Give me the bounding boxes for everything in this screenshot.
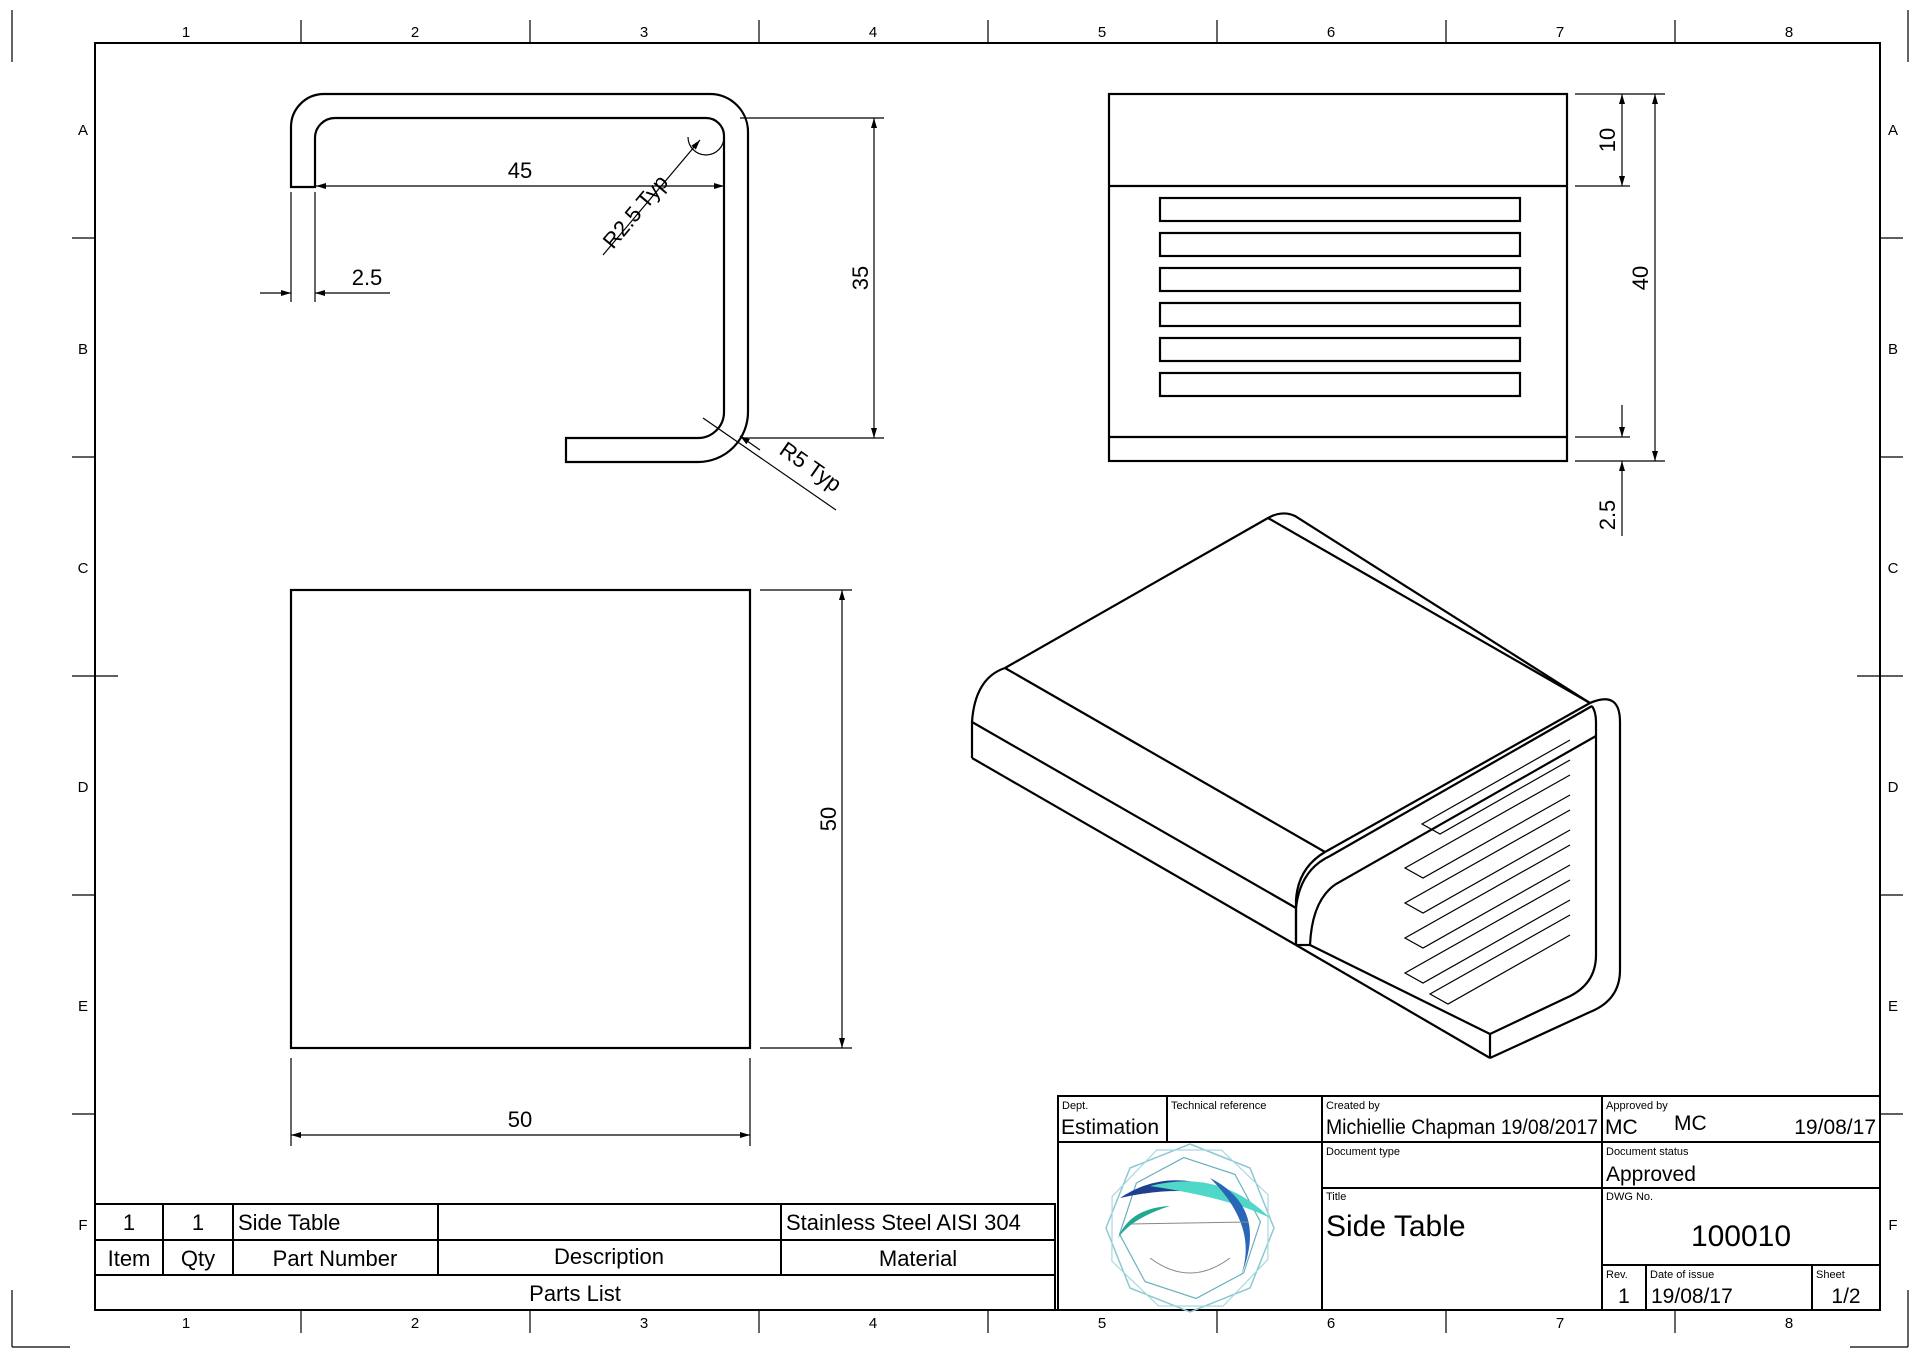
zone-col-label: 4 [869, 24, 877, 41]
zone-col-label: 5 [1098, 24, 1106, 41]
tb-approved-by-1: MC [1605, 1116, 1638, 1139]
dim-front-bottom: 2.5 [1595, 500, 1620, 531]
slat [1158, 336, 1522, 363]
tb-dept-label: Dept. [1062, 1100, 1088, 1112]
zone-labels: 1 2 3 4 5 6 7 8 1 2 3 4 5 6 7 8 A B C D … [78, 24, 1899, 1332]
zone-row-label: A [78, 122, 88, 139]
zone-col-label: 5 [1098, 1315, 1106, 1332]
zone-row-label: C [1888, 560, 1899, 577]
slat [1158, 371, 1522, 398]
parts-material-cell: Stainless Steel AISI 304 [786, 1210, 1021, 1235]
zone-col-label: 4 [869, 1315, 877, 1332]
top-outline [289, 588, 752, 1050]
tb-sheet-value: 1/2 [1831, 1285, 1860, 1308]
zone-row-label: E [78, 998, 88, 1015]
tb-doc-status-label: Document status [1606, 1146, 1689, 1158]
zone-col-label: 1 [182, 24, 190, 41]
zone-ticks [72, 20, 1903, 1333]
tb-approved-date: 19/08/17 [1794, 1116, 1876, 1139]
tb-tech-ref-label: Technical reference [1171, 1100, 1266, 1112]
tb-issue-value: 19/08/17 [1651, 1285, 1733, 1308]
dim-top-depth: 50 [816, 807, 841, 831]
chapman-creations-logo [1105, 1143, 1275, 1313]
dim-side-height: 35 [848, 266, 873, 290]
channel-profile [289, 92, 750, 464]
tb-dwg-label: DWG No. [1606, 1191, 1653, 1203]
zone-row-label: B [1888, 341, 1898, 358]
title-block: Dept. Estimation Technical reference Cre… [1057, 1095, 1881, 1313]
zone-row-label: F [78, 1217, 87, 1234]
zone-col-label: 6 [1327, 24, 1335, 41]
parts-header-qty: Qty [181, 1246, 215, 1271]
dim-side-width: 45 [508, 158, 532, 183]
parts-header-material: Material [879, 1246, 957, 1271]
zone-row-label: D [1888, 779, 1899, 796]
zone-col-label: 8 [1785, 1315, 1793, 1332]
slat [1158, 266, 1522, 293]
tb-doc-type-label: Document type [1326, 1146, 1400, 1158]
zone-row-label: E [1888, 998, 1898, 1015]
tb-dwg-value: 100010 [1691, 1220, 1791, 1253]
tb-created-label: Created by [1326, 1100, 1380, 1112]
dim-top-width: 50 [508, 1107, 532, 1132]
tb-dept-value: Estimation [1061, 1116, 1159, 1139]
zone-row-label: C [78, 560, 89, 577]
parts-part-number-cell: Side Table [238, 1210, 340, 1235]
tb-title-value: Side Table [1326, 1210, 1466, 1243]
zone-row-label: A [1888, 122, 1898, 139]
tb-approved-by-2: MC [1674, 1112, 1707, 1135]
tb-title-label: Title [1326, 1191, 1346, 1203]
zone-col-label: 7 [1556, 24, 1564, 41]
top-view: 50 50 [289, 588, 852, 1146]
zone-col-label: 3 [640, 1315, 648, 1332]
isometric-view [970, 512, 1622, 1059]
parts-list-title: Parts List [529, 1281, 621, 1306]
tb-sheet-label: Sheet [1816, 1269, 1845, 1281]
dim-outer-radius: R5 Typ [775, 437, 846, 497]
parts-header-description: Description [554, 1244, 664, 1269]
slat [1158, 301, 1522, 328]
dim-inner-radius: R2.5 Typ [598, 170, 673, 253]
sheet-corner-marks [11, 10, 1909, 1348]
slat [1158, 196, 1522, 223]
parts-header-item: Item [108, 1246, 151, 1271]
tb-rev-value: 1 [1618, 1285, 1630, 1308]
zone-col-label: 8 [1785, 24, 1793, 41]
parts-qty-cell: 1 [192, 1210, 204, 1235]
parts-header-part-number: Part Number [273, 1246, 398, 1271]
dim-front-height: 40 [1628, 266, 1653, 290]
zone-col-label: 7 [1556, 1315, 1564, 1332]
iso-slats [1403, 739, 1571, 1005]
zone-col-label: 1 [182, 1315, 190, 1332]
zone-col-label: 6 [1327, 1315, 1335, 1332]
tb-created-value: Michiellie Chapman 19/08/2017 [1326, 1116, 1598, 1139]
zone-row-label: F [1888, 1217, 1897, 1234]
parts-list: 1 1 Side Table Stainless Steel AISI 304 … [94, 1203, 1056, 1311]
tb-approved-label: Approved by [1606, 1100, 1668, 1112]
tb-issue-label: Date of issue [1650, 1269, 1714, 1281]
zone-col-label: 2 [411, 24, 419, 41]
dim-front-top: 10 [1595, 128, 1620, 152]
side-view: 45 2.5 R2.5 Typ R5 Typ 35 [260, 92, 884, 511]
tb-doc-status-value: Approved [1606, 1163, 1696, 1186]
dim-side-thickness: 2.5 [352, 265, 383, 290]
parts-item-cell: 1 [123, 1210, 135, 1235]
slat [1158, 231, 1522, 258]
zone-col-label: 3 [640, 24, 648, 41]
zone-row-label: D [78, 779, 89, 796]
front-view: 10 40 2.5 [1107, 92, 1665, 536]
tb-rev-label: Rev. [1606, 1269, 1628, 1281]
front-outline [1107, 92, 1569, 463]
zone-row-label: B [78, 341, 88, 358]
zone-col-label: 2 [411, 1315, 419, 1332]
